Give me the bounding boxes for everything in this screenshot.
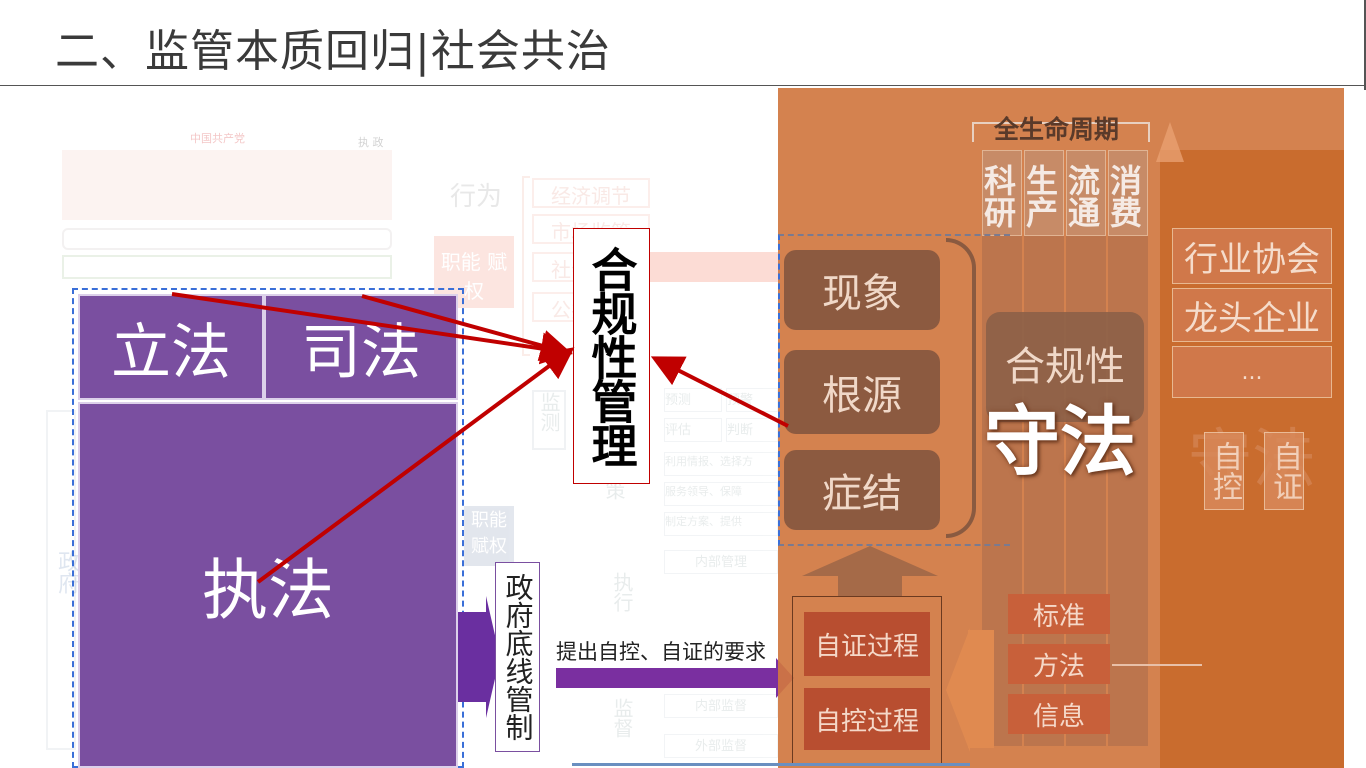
gov-bottom-line-box: 政府底线管制 bbox=[495, 562, 540, 752]
stage-research: 科研 bbox=[979, 150, 1022, 236]
faded-government: 政府 bbox=[54, 550, 79, 594]
compliance-management-box: 合规性管理 bbox=[573, 228, 650, 484]
judicial-box: 司法 bbox=[264, 294, 458, 400]
faded-party-label: 中国共产党 bbox=[190, 132, 245, 145]
title-divider bbox=[0, 85, 1366, 86]
self-control-process: 自控过程 bbox=[804, 688, 930, 750]
up-arrow-icon bbox=[1156, 122, 1184, 162]
faded-monitoring: 监测 bbox=[532, 390, 566, 450]
faded-behavior: 行为 bbox=[450, 182, 503, 212]
faded-item-4: 利用情报、选择方 bbox=[664, 452, 778, 476]
faded-item-0: 预测 bbox=[664, 388, 722, 412]
self-certify-process: 自证过程 bbox=[804, 612, 930, 676]
right-edge-line bbox=[1364, 0, 1366, 90]
up-arrow-head bbox=[802, 546, 938, 576]
up-arrow-body bbox=[838, 576, 902, 596]
stage-production: 生产 bbox=[1021, 150, 1064, 236]
standard-box: 标准 bbox=[1008, 594, 1110, 634]
lifecycle-bracket bbox=[972, 122, 1150, 142]
lifecycle-col-bg-3 bbox=[1108, 150, 1148, 746]
enforcement-box: 执法 bbox=[78, 402, 458, 768]
bottom-line bbox=[572, 763, 970, 766]
compliance-core-bg bbox=[986, 312, 1144, 422]
faded-execution: 执行 bbox=[610, 572, 634, 612]
gov-arrow-shaft bbox=[458, 612, 488, 702]
more-entities: ... bbox=[1172, 346, 1332, 398]
leading-enterprise: 龙头企业 bbox=[1172, 288, 1332, 342]
faded-economic: 经济调节 bbox=[532, 178, 650, 208]
stage-consumption: 消费 bbox=[1105, 150, 1148, 236]
industry-association: 行业协会 bbox=[1172, 228, 1332, 284]
requirement-arrow-shaft bbox=[556, 668, 778, 688]
phenomenon-box: 现象 bbox=[784, 250, 940, 330]
standard-connector bbox=[1112, 664, 1202, 666]
legislative-box: 立法 bbox=[78, 294, 264, 400]
faded-bracket bbox=[522, 176, 530, 356]
faded-exec-label: 执 政 bbox=[358, 136, 384, 149]
faded-side-box bbox=[46, 410, 76, 750]
faded-supervision: 监督 bbox=[610, 698, 634, 738]
information-box: 信息 bbox=[1008, 694, 1110, 734]
faded-item-5: 服务领导、保障 bbox=[664, 482, 778, 506]
left-arrow-body bbox=[968, 630, 994, 748]
faded-red-band bbox=[650, 252, 778, 282]
lifecycle-title: 全生命周期 bbox=[994, 115, 1120, 144]
faded-bar bbox=[62, 228, 392, 250]
law-abiding-title: 守法 bbox=[984, 397, 1136, 486]
faded-party-block bbox=[62, 150, 392, 220]
left-arrow-head bbox=[946, 628, 970, 752]
faded-function-2: 职能 赋权 bbox=[464, 506, 514, 566]
compliance-core: 合规性 bbox=[1005, 344, 1125, 390]
requirement-label: 提出自控、自证的要求 bbox=[556, 640, 766, 664]
method-box: 方法 bbox=[1008, 644, 1110, 684]
faded-item-1: 预警 bbox=[726, 388, 778, 412]
crux-box: 症结 bbox=[784, 450, 940, 530]
faded-bar-2 bbox=[62, 255, 392, 279]
faded-item-3: 判断 bbox=[726, 418, 778, 442]
self-control-tag: 自控 bbox=[1204, 432, 1244, 510]
faded-item-7: 内部管理 bbox=[664, 550, 778, 574]
page-title: 二、监管本质回归|社会共治 bbox=[55, 26, 611, 77]
faded-item-2: 评估 bbox=[664, 418, 722, 442]
self-certify-tag: 自证 bbox=[1264, 432, 1304, 510]
root-cause-box: 根源 bbox=[784, 350, 940, 434]
faded-item-9: 外部监督 bbox=[664, 734, 778, 758]
stage-circulation: 流通 bbox=[1063, 150, 1106, 236]
faded-item-6: 制定方案、提供 bbox=[664, 512, 778, 536]
faded-item-8: 内部监督 bbox=[664, 694, 778, 718]
